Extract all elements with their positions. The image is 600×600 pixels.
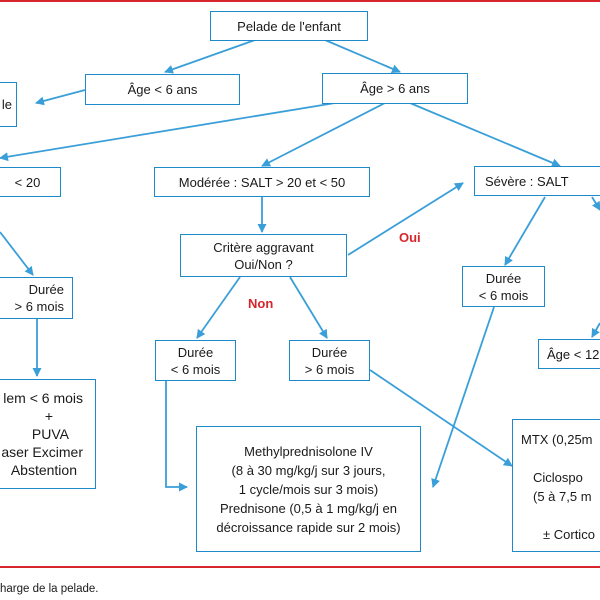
treatment-right-line-6: ± Cortico xyxy=(543,527,595,542)
duration-left-node: Durée > 6 mois xyxy=(0,277,73,319)
arrow-age-gt6-to-moderate xyxy=(261,102,386,167)
yes-label: Oui xyxy=(399,230,421,245)
arrow-age-gt6-to-mild xyxy=(0,102,336,162)
arrow-root-to-age-lt6 xyxy=(164,39,256,74)
moderate-text: Modérée : SALT > 20 et < 50 xyxy=(178,174,346,190)
duration-under-6-right-line-1: Durée xyxy=(485,270,522,286)
figure-caption: harge de la pelade. xyxy=(0,583,99,595)
age-under-12-partial-node: Âge < 12 xyxy=(538,339,600,369)
treatment-right-line-1: MTX (0,25m xyxy=(521,432,593,447)
arrow-duration-lt6-right-to-treatment-mid xyxy=(431,306,495,488)
no-label: Non xyxy=(248,296,274,311)
age-over-6-text: Âge > 6 ans xyxy=(360,81,430,96)
left-partial-node: le xyxy=(0,82,17,127)
arrow-root-to-age-gt6 xyxy=(324,39,401,73)
duration-under-6-mid-node: Durée < 6 mois xyxy=(155,340,236,381)
aggravating-line-1: Critère aggravant xyxy=(213,239,314,255)
treatment-left-line-5: Abstention xyxy=(10,462,77,478)
treatment-mid-line-3: 1 cycle/mois sur 3 mois) xyxy=(238,481,379,497)
treatment-left-line-1: lem < 6 mois xyxy=(3,390,83,406)
treatment-mid-line-1: Methylprednisolone IV xyxy=(244,443,373,459)
duration-over-6-mid-node: Durée > 6 mois xyxy=(289,340,370,381)
arrow-aggravating-to-duration-gt6 xyxy=(289,276,328,339)
treatment-left-line-2: + xyxy=(44,408,53,424)
arrow-mild-to-duration xyxy=(0,231,34,276)
severe-partial-text: Sévère : SALT xyxy=(485,173,569,189)
arrow-severe-to-duration-lt6-right xyxy=(504,196,546,266)
treatment-mid-line-2: (8 à 30 mg/kg/j sur 3 jours, xyxy=(231,462,386,478)
age-under-6-text: Âge < 6 ans xyxy=(127,82,198,97)
treatment-left-node: lem < 6 mois + PUVA aser Excimer Abstent… xyxy=(0,379,96,489)
arrow-duration-lt6-to-treatment xyxy=(165,380,188,492)
arrow-aggravating-to-duration-lt6 xyxy=(196,276,241,339)
duration-under-6-mid-line-1: Durée xyxy=(177,344,214,360)
treatment-right-line-3: Ciclospo xyxy=(533,470,583,485)
left-partial-text: le xyxy=(1,97,12,112)
age-under-12-partial-text: Âge < 12 xyxy=(547,346,600,362)
top-red-rule xyxy=(0,0,600,2)
arrow-age-gt6-to-severe xyxy=(409,102,561,168)
age-over-6-node: Âge > 6 ans xyxy=(322,73,468,104)
duration-over-6-mid-line-2: > 6 mois xyxy=(304,361,355,377)
arrow-aggravating-yes-to-severe xyxy=(347,182,464,256)
duration-left-line-2: > 6 mois xyxy=(14,299,65,314)
treatment-mid-node: Methylprednisolone IV (8 à 30 mg/kg/j su… xyxy=(196,426,421,552)
arrow-age-lt6-to-left xyxy=(35,89,86,106)
mild-partial-node: < 20 xyxy=(0,167,61,197)
arrow-duration-gt6-to-treatment-right xyxy=(369,369,513,467)
aggravating-criterion-node: Critère aggravant Oui/Non ? xyxy=(180,234,347,277)
arrow-severe-to-right-edge xyxy=(591,196,600,211)
treatment-left-line-4: aser Excimer xyxy=(1,444,83,460)
duration-under-6-right-line-2: < 6 mois xyxy=(478,287,529,303)
treatment-left-line-3: PUVA xyxy=(31,426,69,442)
duration-under-6-mid-line-2: < 6 mois xyxy=(170,361,221,377)
age-under-6-node: Âge < 6 ans xyxy=(85,74,240,105)
moderate-node: Modérée : SALT > 20 et < 50 xyxy=(154,167,370,197)
treatment-right-node: MTX (0,25m Ciclospo (5 à 7,5 m ± Cortico xyxy=(512,419,600,552)
duration-under-6-right-node: Durée < 6 mois xyxy=(462,266,545,307)
duration-left-line-1: Durée xyxy=(28,282,64,297)
bottom-red-rule xyxy=(0,566,600,568)
mild-partial-text: < 20 xyxy=(14,174,41,190)
treatment-mid-line-5: décroissance rapide sur 2 mois) xyxy=(216,519,401,535)
root-text: Pelade de l'enfant xyxy=(237,18,341,34)
arrow-to-age-lt12 xyxy=(591,322,600,338)
treatment-right-line-4: (5 à 7,5 m xyxy=(533,489,592,504)
severe-partial-node: Sévère : SALT xyxy=(474,166,600,196)
duration-over-6-mid-line-1: Durée xyxy=(311,344,348,360)
aggravating-line-2: Oui/Non ? xyxy=(234,256,293,272)
root-node: Pelade de l'enfant xyxy=(210,11,368,41)
treatment-mid-line-4: Prednisone (0,5 à 1 mg/kg/j en xyxy=(219,500,398,516)
